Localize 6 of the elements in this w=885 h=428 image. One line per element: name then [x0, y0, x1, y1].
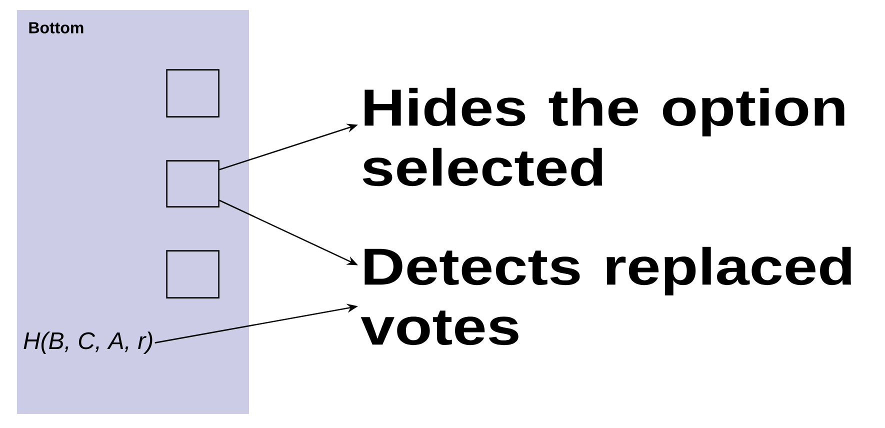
square-box	[166, 160, 220, 208]
square-box	[166, 250, 220, 298]
square-box	[166, 69, 220, 118]
formula-label: H(B, C, A, r)	[24, 332, 152, 354]
statement-text: Detects replaced votes	[360, 246, 851, 346]
statement-text: Hides the option selected	[362, 88, 844, 186]
